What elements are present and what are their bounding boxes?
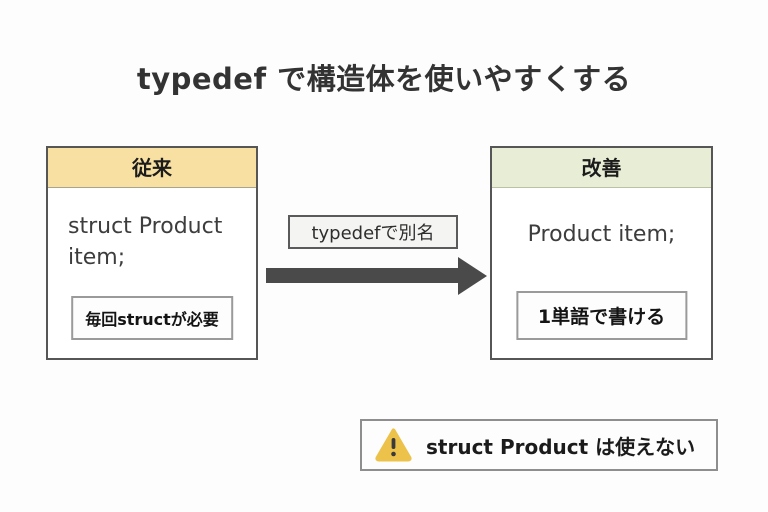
card-before: 従来 struct Product item; 毎回structが必要	[46, 146, 258, 360]
card-after-code: Product item;	[527, 222, 676, 247]
card-after: 改善 Product item; 1単語で書ける	[490, 146, 713, 360]
arrow-label: typedefで別名	[288, 215, 458, 249]
card-before-note: 毎回structが必要	[71, 296, 233, 340]
card-before-code: struct Product item;	[68, 214, 223, 270]
arrow-head-icon	[458, 257, 487, 295]
warning-text: struct Product は使えない	[426, 434, 696, 459]
page-title: typedef で構造体を使いやすくする	[136, 62, 632, 96]
arrow-shaft	[266, 268, 460, 283]
card-after-header: 改善	[492, 148, 711, 188]
warning-triangle-icon	[375, 428, 412, 462]
warning-banner: struct Product は使えない	[360, 419, 718, 471]
card-after-note: 1単語で書ける	[515, 291, 688, 340]
card-before-header: 従来	[48, 148, 256, 188]
